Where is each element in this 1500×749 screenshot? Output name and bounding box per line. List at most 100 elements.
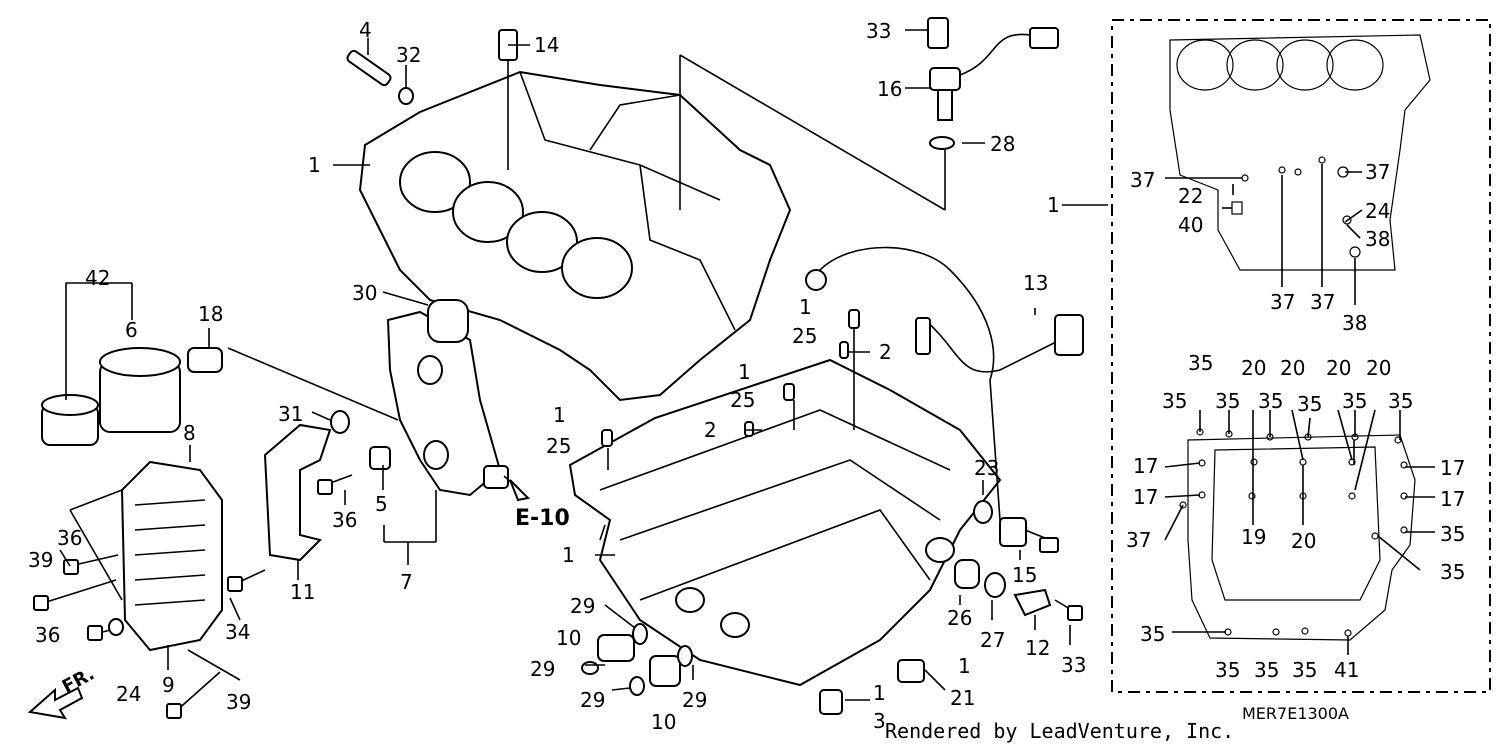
- plug-21: [897, 659, 925, 683]
- callout-35: 35: [1254, 658, 1280, 682]
- callout-5: 5: [375, 492, 388, 516]
- pipe-11: [263, 423, 332, 562]
- bolt-5: [369, 446, 391, 470]
- oil-filter: [41, 347, 181, 446]
- callout-2: 2: [879, 340, 892, 364]
- callout-21: 21: [950, 686, 976, 710]
- callout-35: 35: [1215, 389, 1241, 413]
- leader-lines: [59, 29, 1435, 701]
- callout-24: 24: [1365, 199, 1391, 223]
- credit-text: Rendered by LeadVenture, Inc.: [885, 719, 1235, 743]
- diagram-code: MER7E1300A: [1242, 704, 1349, 723]
- callout-41: 41: [1334, 658, 1360, 682]
- callout-1: 1: [738, 360, 751, 384]
- callout-38: 38: [1365, 227, 1391, 251]
- callout-11: 11: [290, 580, 316, 604]
- orifice-10b: [649, 655, 681, 687]
- callout-37: 37: [1365, 160, 1391, 184]
- callout-23: 23: [974, 456, 1000, 480]
- callout-32: 32: [396, 43, 422, 67]
- callout-22: 22: [1178, 184, 1204, 208]
- callout-16: 16: [877, 77, 903, 101]
- dowel-2b: [744, 421, 754, 437]
- callout-33: 33: [866, 19, 892, 43]
- callout-1: 1: [1047, 193, 1060, 217]
- washer-24: [108, 618, 124, 636]
- sensor-16: [929, 27, 1059, 150]
- callout-37: 37: [1130, 168, 1156, 192]
- washer-27: [984, 572, 1006, 598]
- callout-25: 25: [792, 324, 818, 348]
- callout-20: 20: [1241, 356, 1267, 380]
- callout-12: 12: [1025, 636, 1051, 660]
- callout-9: 9: [162, 673, 175, 697]
- callout-36: 36: [332, 508, 358, 532]
- callout-37: 37: [1310, 290, 1336, 314]
- callout-35: 35: [1140, 622, 1166, 646]
- callout-35: 35: [1215, 658, 1241, 682]
- callout-36: 36: [35, 623, 61, 647]
- bolt-33-top: [927, 17, 949, 49]
- front-arrow-icon: [27, 686, 84, 720]
- fitting-18: [187, 347, 223, 373]
- plug-e10: [483, 465, 509, 489]
- callout-29: 29: [682, 688, 708, 712]
- callout-30: 30: [352, 281, 378, 305]
- o-ring-29c: [629, 676, 645, 696]
- callout-1: 1: [799, 295, 812, 319]
- callout-25: 25: [730, 388, 756, 412]
- callout-1: 1: [562, 543, 575, 567]
- callout-35: 35: [1388, 389, 1414, 413]
- callout-40: 40: [1178, 213, 1204, 237]
- bolt-39a: [39, 579, 117, 605]
- callout-37: 37: [1270, 290, 1296, 314]
- e10-arrow-icon: [509, 479, 531, 502]
- callout-4: 4: [359, 18, 372, 42]
- callout-14: 14: [534, 33, 560, 57]
- plug-3: [819, 689, 843, 715]
- callout-39: 39: [226, 690, 252, 714]
- callout-18: 18: [198, 302, 224, 326]
- callout-1: 1: [308, 153, 321, 177]
- callout-26: 26: [947, 606, 973, 630]
- gasket-30: [427, 299, 469, 343]
- o-ring-29d: [677, 645, 693, 667]
- callout-19: 19: [1241, 525, 1267, 549]
- callout-20: 20: [1326, 356, 1352, 380]
- callout-17: 17: [1440, 456, 1466, 480]
- callout-36: 36: [57, 526, 83, 550]
- dowel-25c: [601, 429, 613, 447]
- callout-1: 1: [873, 681, 886, 705]
- callout-6: 6: [125, 318, 138, 342]
- callout-38: 38: [1342, 311, 1368, 335]
- callout-35: 35: [1162, 389, 1188, 413]
- callout-35: 35: [1297, 392, 1323, 416]
- o-ring-29a: [632, 623, 648, 645]
- callout-37: 37: [1126, 528, 1152, 552]
- callout-20: 20: [1280, 356, 1306, 380]
- reference-e10: E-10: [515, 506, 570, 531]
- callout-34: 34: [225, 620, 251, 644]
- callout-8: 8: [183, 421, 196, 445]
- washer-23: [973, 500, 993, 524]
- part-26: [954, 559, 980, 589]
- callout-17: 17: [1440, 487, 1466, 511]
- callout-35: 35: [1188, 351, 1214, 375]
- callout-29: 29: [530, 657, 556, 681]
- callout-1: 1: [553, 403, 566, 427]
- stud-4: [346, 49, 392, 87]
- callout-29: 29: [580, 688, 606, 712]
- callout-33: 33: [1061, 653, 1087, 677]
- callout-35: 35: [1342, 389, 1368, 413]
- upper-crankcase: [358, 70, 792, 402]
- inset-upper-outline: [1169, 34, 1431, 271]
- harness-13: [805, 246, 1084, 553]
- dowel-25b: [783, 383, 795, 401]
- callout-28: 28: [990, 132, 1016, 156]
- callout-17: 17: [1133, 454, 1159, 478]
- callout-13: 13: [1023, 271, 1049, 295]
- callout-35: 35: [1292, 658, 1318, 682]
- callout-24: 24: [116, 682, 142, 706]
- callout-15: 15: [1012, 563, 1038, 587]
